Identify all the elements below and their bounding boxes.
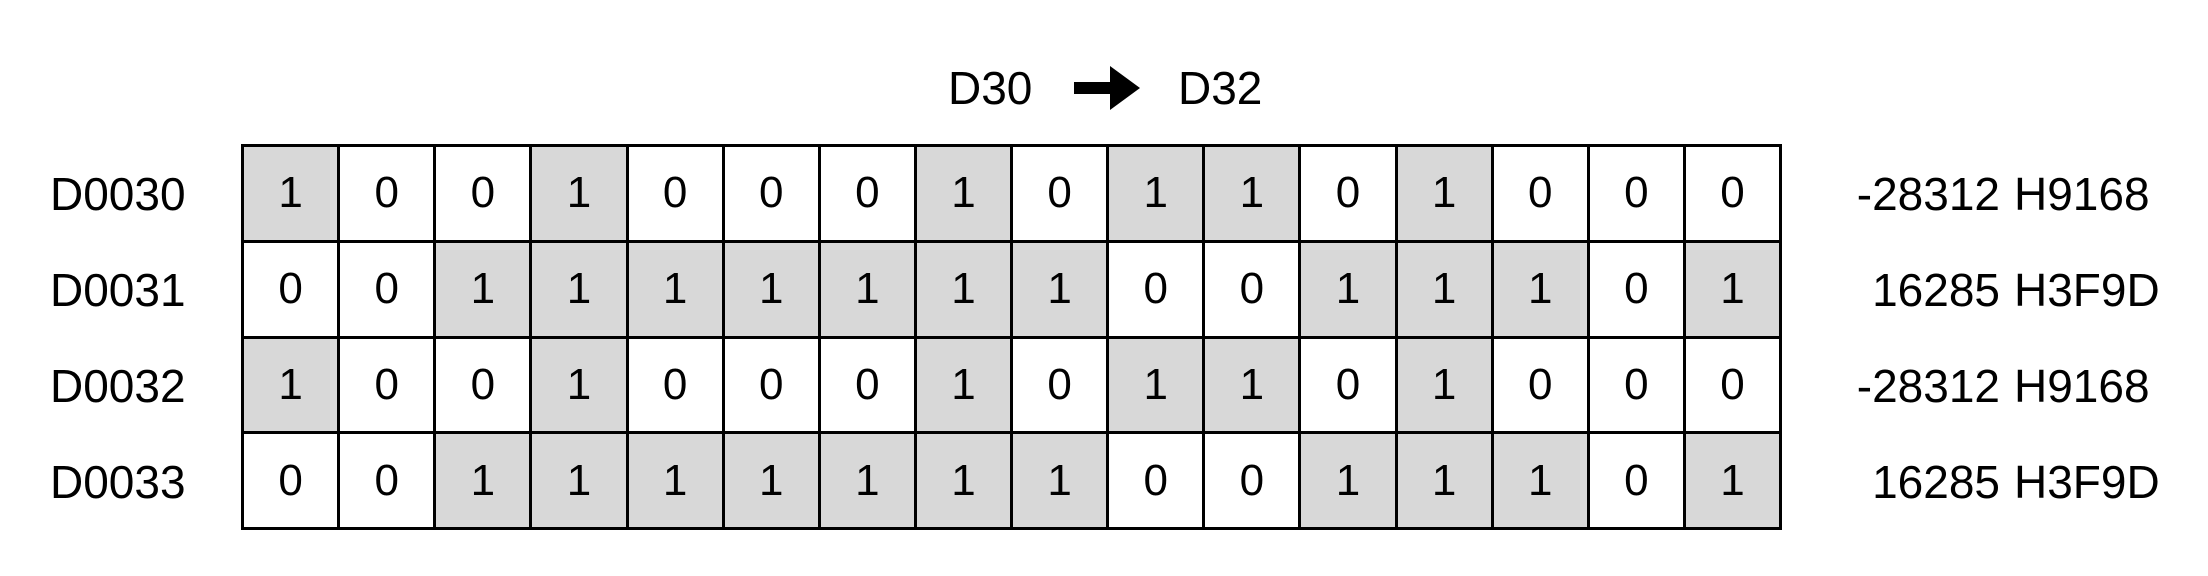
- decimal-value-d0030: -28312: [1856, 168, 2000, 220]
- destination-register-label: D32: [1178, 62, 1263, 114]
- bit-cell: 0: [721, 144, 821, 243]
- bit-cell: 1: [1298, 431, 1398, 530]
- bit-cell: 1: [625, 239, 725, 339]
- bit-cell: 1: [1490, 239, 1590, 339]
- bit-cell: 1: [433, 431, 533, 530]
- bit-cell: 1: [913, 431, 1014, 530]
- bit-cell: 0: [817, 144, 917, 243]
- bit-cell: 1: [913, 335, 1014, 435]
- bit-cell: 1: [529, 431, 629, 530]
- bit-cell: 0: [1009, 144, 1110, 243]
- bit-cell: 1: [1298, 239, 1398, 339]
- bit-cell: 1: [1106, 335, 1206, 435]
- bit-cell: 0: [1586, 335, 1686, 435]
- register-label-d0030: D0030: [50, 168, 186, 220]
- bit-cell: 1: [529, 335, 629, 435]
- bit-cell: 0: [337, 431, 437, 530]
- bit-cell: 1: [240, 144, 341, 243]
- bit-cell: 0: [240, 431, 341, 530]
- register-label-d0031: D0031: [50, 264, 186, 316]
- bit-cell: 1: [625, 431, 725, 530]
- hex-value-d0030: H9168: [2014, 168, 2150, 220]
- bit-cell: 0: [1682, 144, 1783, 243]
- bit-cell: 1: [1682, 431, 1783, 530]
- bit-cell: 1: [1106, 144, 1206, 243]
- bit-cell: 1: [433, 239, 533, 339]
- bit-cell: 0: [625, 144, 725, 243]
- bit-cell: 0: [337, 144, 437, 243]
- bit-cell: 0: [1490, 144, 1590, 243]
- source-register-label: D30: [948, 62, 1033, 114]
- bit-cell: 1: [721, 239, 821, 339]
- bit-cell: 1: [240, 335, 341, 435]
- decimal-value-d0031: 16285: [1872, 264, 2000, 316]
- bit-cell: 1: [721, 431, 821, 530]
- bit-cell: 0: [433, 335, 533, 435]
- bit-cell: 0: [1009, 335, 1110, 435]
- bit-cell: 1: [1394, 239, 1494, 339]
- bit-cell: 0: [1106, 239, 1206, 339]
- bit-cell: 1: [817, 431, 917, 530]
- bit-cell: 1: [817, 239, 917, 339]
- hex-value-d0032: H9168: [2014, 360, 2150, 412]
- bit-cell: 0: [1682, 335, 1783, 435]
- bit-cell: 0: [1298, 335, 1398, 435]
- right-arrow-icon: [1074, 66, 1140, 110]
- bit-cell: 0: [1106, 431, 1206, 530]
- decimal-value-d0033: 16285: [1872, 456, 2000, 508]
- bit-cell: 0: [1586, 144, 1686, 243]
- hex-value-d0031: H3F9D: [2014, 264, 2160, 316]
- bit-cell: 0: [817, 335, 917, 435]
- bit-cell: 0: [1490, 335, 1590, 435]
- decimal-value-d0032: -28312: [1856, 360, 2000, 412]
- bit-cell: 0: [433, 144, 533, 243]
- bit-cell: 1: [1394, 144, 1494, 243]
- bit-cell: 1: [1394, 431, 1494, 530]
- bit-cell: 1: [1009, 431, 1110, 530]
- bit-cell: 1: [1202, 335, 1302, 435]
- bit-cell: 1: [1394, 335, 1494, 435]
- bit-cell: 0: [1202, 431, 1302, 530]
- bit-cell: 1: [1682, 239, 1783, 339]
- bit-cell: 0: [721, 335, 821, 435]
- bit-cell: 0: [625, 335, 725, 435]
- bit-cell: 1: [1009, 239, 1110, 339]
- bit-cell: 0: [1586, 239, 1686, 339]
- move-header: D30 D32: [0, 52, 2208, 122]
- register-label-d0033: D0033: [50, 456, 186, 508]
- register-label-d0032: D0032: [50, 360, 186, 412]
- bit-cell: 0: [337, 335, 437, 435]
- hex-value-d0033: H3F9D: [2014, 456, 2160, 508]
- bit-cell: 1: [913, 239, 1014, 339]
- bit-cell: 0: [240, 239, 341, 339]
- bit-cell: 1: [913, 144, 1014, 243]
- bit-cell: 1: [1202, 144, 1302, 243]
- bit-cell: 1: [1490, 431, 1590, 530]
- bit-cell: 1: [529, 144, 629, 243]
- bit-cell: 1: [529, 239, 629, 339]
- bit-cell: 0: [1586, 431, 1686, 530]
- bit-cell: 0: [1298, 144, 1398, 243]
- bit-cell: 0: [1202, 239, 1302, 339]
- bit-cell: 0: [337, 239, 437, 339]
